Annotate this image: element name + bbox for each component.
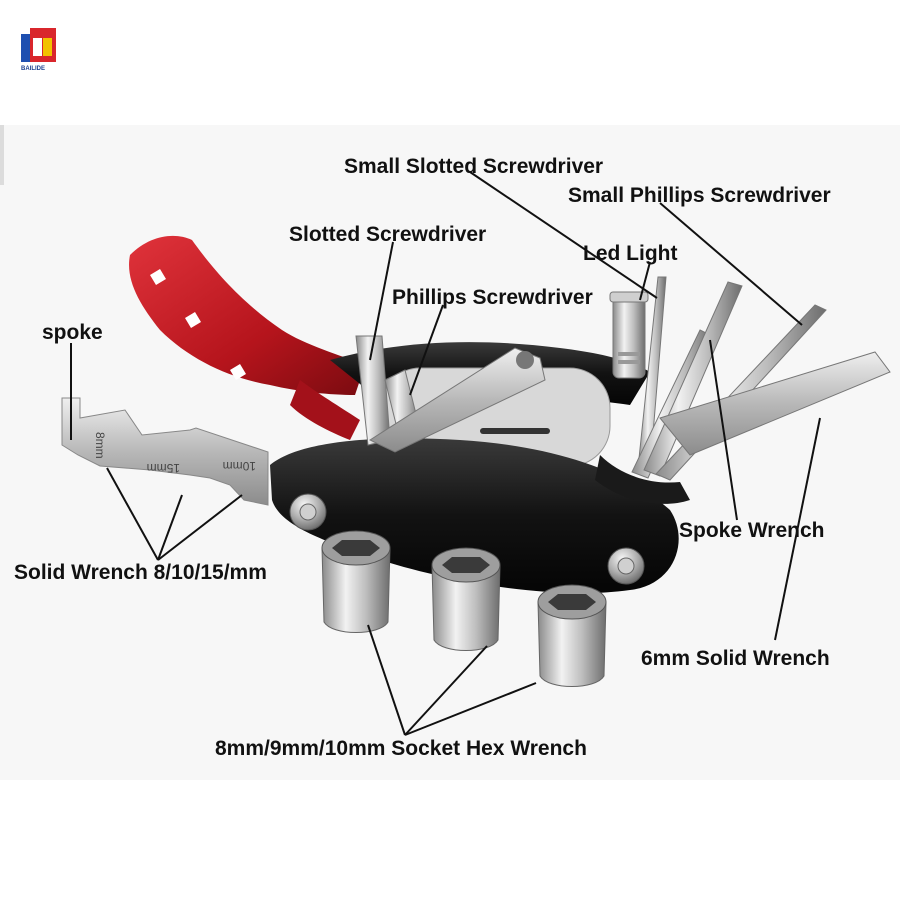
socket-10mm <box>537 584 607 687</box>
label-small-slotted-screwdriver: Small Slotted Screwdriver <box>344 155 603 178</box>
bolt-left <box>289 493 327 531</box>
label-phillips-screwdriver: Phillips Screwdriver <box>392 286 593 309</box>
line-socket-8 <box>367 624 406 736</box>
socket-9mm <box>431 547 501 651</box>
label-solid-wrench: Solid Wrench 8/10/15/mm <box>14 561 267 584</box>
logo-letter-b <box>33 38 42 56</box>
logo-blue-bar <box>21 34 30 62</box>
line-socket-9 <box>404 645 488 736</box>
wrench-marking-10mm: 10mm <box>223 459 256 473</box>
bolt-right <box>607 547 645 585</box>
right-body-cap <box>595 455 690 504</box>
led-light-tool <box>609 291 649 379</box>
label-6mm-solid-wrench: 6mm Solid Wrench <box>641 647 830 670</box>
frame-edge <box>0 125 4 185</box>
line-small-slotted <box>469 171 658 299</box>
line-spoke-wrench <box>709 339 738 521</box>
line-small-phillips <box>659 202 803 326</box>
large-flat-wrench-tool <box>368 347 546 453</box>
lever-body <box>129 235 365 395</box>
lever-tail <box>290 380 360 440</box>
label-slotted-screwdriver: Slotted Screwdriver <box>289 223 486 246</box>
line-solid-wrench-10 <box>157 494 243 561</box>
callout-lines <box>70 171 821 736</box>
label-spoke: spoke <box>42 321 103 344</box>
wrench-blade <box>61 397 269 506</box>
line-socket-10 <box>404 682 537 736</box>
line-solid-wrench-15 <box>157 494 183 561</box>
wrench-marking-15mm: 15mm <box>147 461 180 475</box>
lever-holes <box>150 269 246 380</box>
solid-wrench-tool: 8mm 15mm 10mm <box>61 397 269 506</box>
wrench-marking-8mm: 8mm <box>93 432 107 459</box>
label-small-phillips-screwdriver: Small Phillips Screwdriver <box>568 184 831 207</box>
line-led-light <box>639 261 651 301</box>
red-tire-lever <box>129 235 365 440</box>
line-phillips <box>409 304 444 396</box>
line-slotted <box>369 241 394 361</box>
socket-8mm <box>321 530 391 633</box>
label-spoke-wrench: Spoke Wrench <box>679 519 824 542</box>
logo-letter-d <box>43 38 52 56</box>
line-solid-wrench-8 <box>106 467 159 561</box>
six-mm-solid-wrench-tool <box>659 351 891 456</box>
logo-text: BAILIDE <box>21 66 45 72</box>
label-led-light: Led Light <box>583 242 677 265</box>
line-6mm-solid-wrench <box>774 417 821 641</box>
label-socket-hex-wrench: 8mm/9mm/10mm Socket Hex Wrench <box>215 737 587 760</box>
center-slot <box>480 428 550 434</box>
brand-logo: BAILIDE <box>21 28 56 72</box>
